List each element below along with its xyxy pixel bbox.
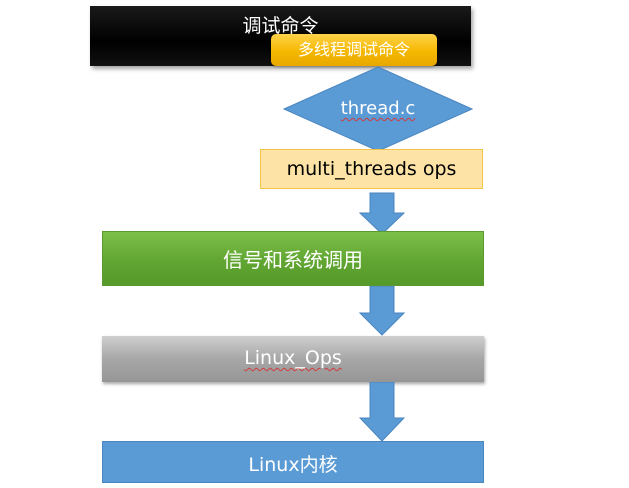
down-arrow-2 bbox=[359, 286, 405, 336]
multi-threads-ops-box bbox=[260, 149, 483, 189]
linux-ops-box bbox=[102, 336, 484, 382]
linux-kernel-label: Linux内核 bbox=[248, 454, 338, 476]
linux-ops-label-wrap: Linux_Ops bbox=[102, 347, 484, 369]
thread-file-text: thread.c bbox=[340, 98, 416, 119]
multi-threads-ops-label: multi_threads ops bbox=[286, 158, 457, 180]
linux-kernel-box bbox=[102, 441, 484, 483]
signals-syscalls-label: 信号和系统调用 bbox=[223, 248, 363, 272]
thread-file-label: thread.c bbox=[283, 98, 473, 119]
down-arrow-3 bbox=[359, 382, 405, 442]
down-arrow-1 bbox=[359, 192, 405, 235]
multithread-debug-command-box: 多线程调试命令 bbox=[271, 34, 437, 66]
signals-syscalls-box bbox=[102, 231, 484, 286]
debug-command-label: 调试命令 bbox=[242, 15, 319, 37]
linux-ops-label: Linux_Ops bbox=[244, 347, 342, 369]
